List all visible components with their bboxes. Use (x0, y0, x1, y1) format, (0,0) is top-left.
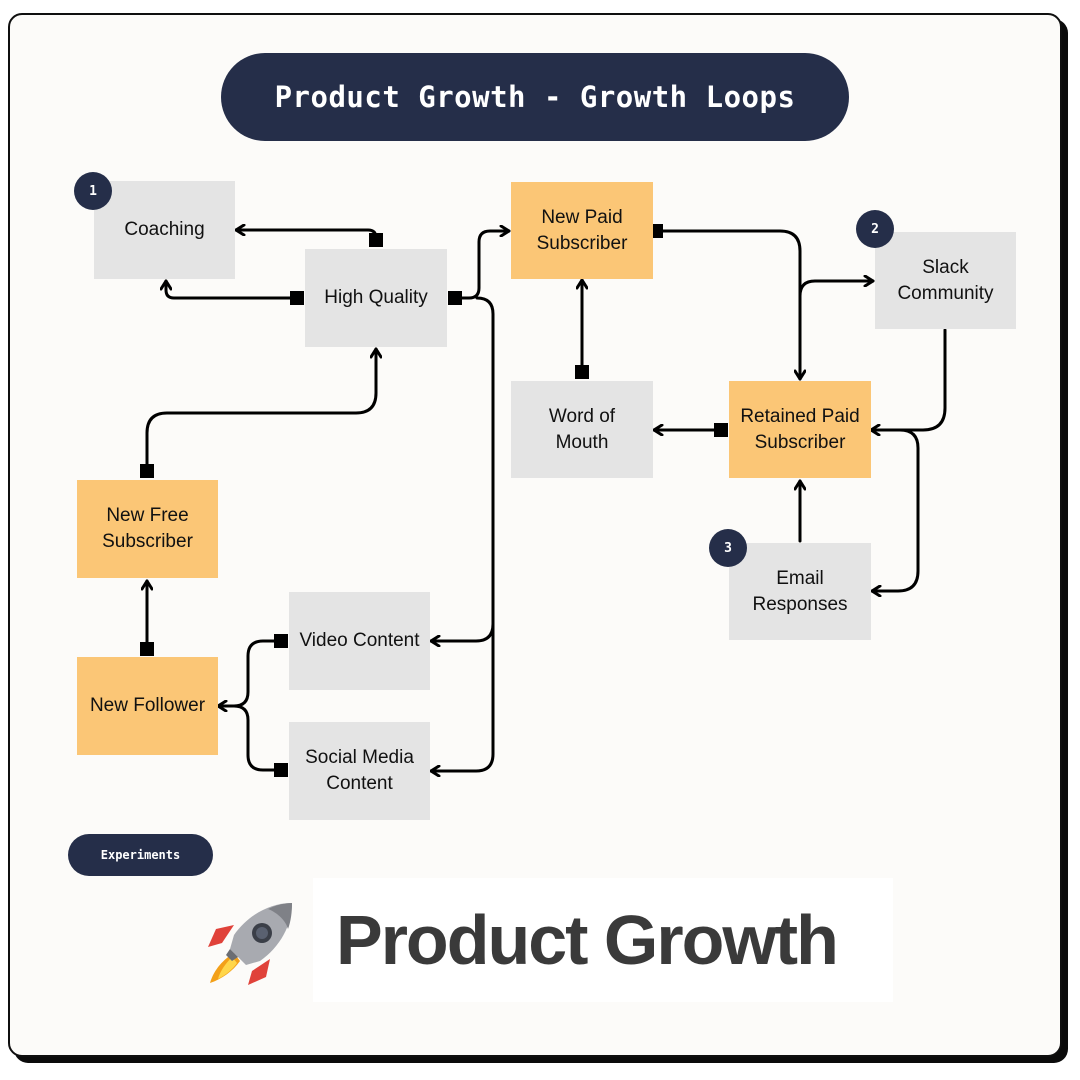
connector-anchor (290, 291, 304, 305)
node-new-free-subscriber-label: New Free Subscriber (102, 505, 193, 552)
rocket-icon (208, 903, 292, 985)
edge-free-to-hq (145, 347, 376, 473)
node-new-paid-subscriber-label: New Paid Subscriber (536, 206, 628, 254)
node-new-free-subscriber: New Free Subscriber (77, 480, 218, 578)
node-retained-paid-subscriber-label: Retained Paid Subscriber (740, 405, 860, 453)
connector-anchor (448, 291, 462, 305)
page-title: Product Growth - Growth Loops (221, 53, 849, 141)
edge-hq-to-coaching-bottom (166, 279, 299, 300)
edge-hq-to-video (429, 296, 495, 641)
node-social-media-content-label: Social Media Content (305, 747, 414, 794)
node-video-content: Video Content (289, 592, 430, 690)
connector-anchor (274, 634, 288, 648)
edge-social-to-follower (218, 704, 283, 772)
edge-retained-to-email (870, 428, 920, 591)
edge-hq-to-social (429, 618, 495, 771)
edge-to-slack (798, 281, 875, 322)
node-new-follower-label: New Follower (89, 695, 206, 716)
node-email-responses: Email Responses (729, 543, 871, 640)
edge-video-to-follower (216, 639, 283, 706)
connector-anchor (140, 642, 154, 656)
connector-anchor (274, 763, 288, 777)
logo-banner (313, 878, 893, 1002)
node-video-content-label: Video Content (299, 630, 420, 651)
badge-1: 1 (74, 172, 112, 210)
node-word-of-mouth-label: Word of Mouth (548, 405, 616, 453)
node-high-quality: High Quality (305, 249, 447, 347)
connector-anchor (369, 233, 383, 247)
node-new-follower: New Follower (77, 657, 218, 755)
node-new-paid-subscriber: New Paid Subscriber (511, 182, 653, 279)
experiments-label: Experiments (68, 834, 213, 876)
node-slack-community: Slack Community (875, 232, 1016, 329)
connector-anchor (140, 464, 154, 478)
logo-text: Product Growth (336, 901, 839, 979)
node-word-of-mouth: Word of Mouth (511, 381, 653, 478)
badge-3: 3 (709, 529, 747, 567)
connector-anchor (714, 423, 728, 437)
connector-anchor (575, 365, 589, 379)
node-email-responses-label: Email Responses (752, 567, 848, 615)
edge-new-paid-to-retained (654, 229, 800, 381)
node-coaching-label: Coaching (124, 219, 205, 240)
node-coaching: Coaching (94, 181, 235, 279)
edge-hq-to-new-paid (453, 231, 511, 300)
edge-slack-to-retained (869, 328, 947, 430)
node-retained-paid-subscriber: Retained Paid Subscriber (729, 381, 871, 478)
node-high-quality-label: High Quality (324, 287, 428, 308)
node-slack-community-label: Slack Community (897, 256, 994, 304)
node-social-media-content: Social Media Content (289, 722, 430, 820)
badge-2: 2 (856, 210, 894, 248)
edge-hq-to-coaching-top (234, 230, 378, 242)
